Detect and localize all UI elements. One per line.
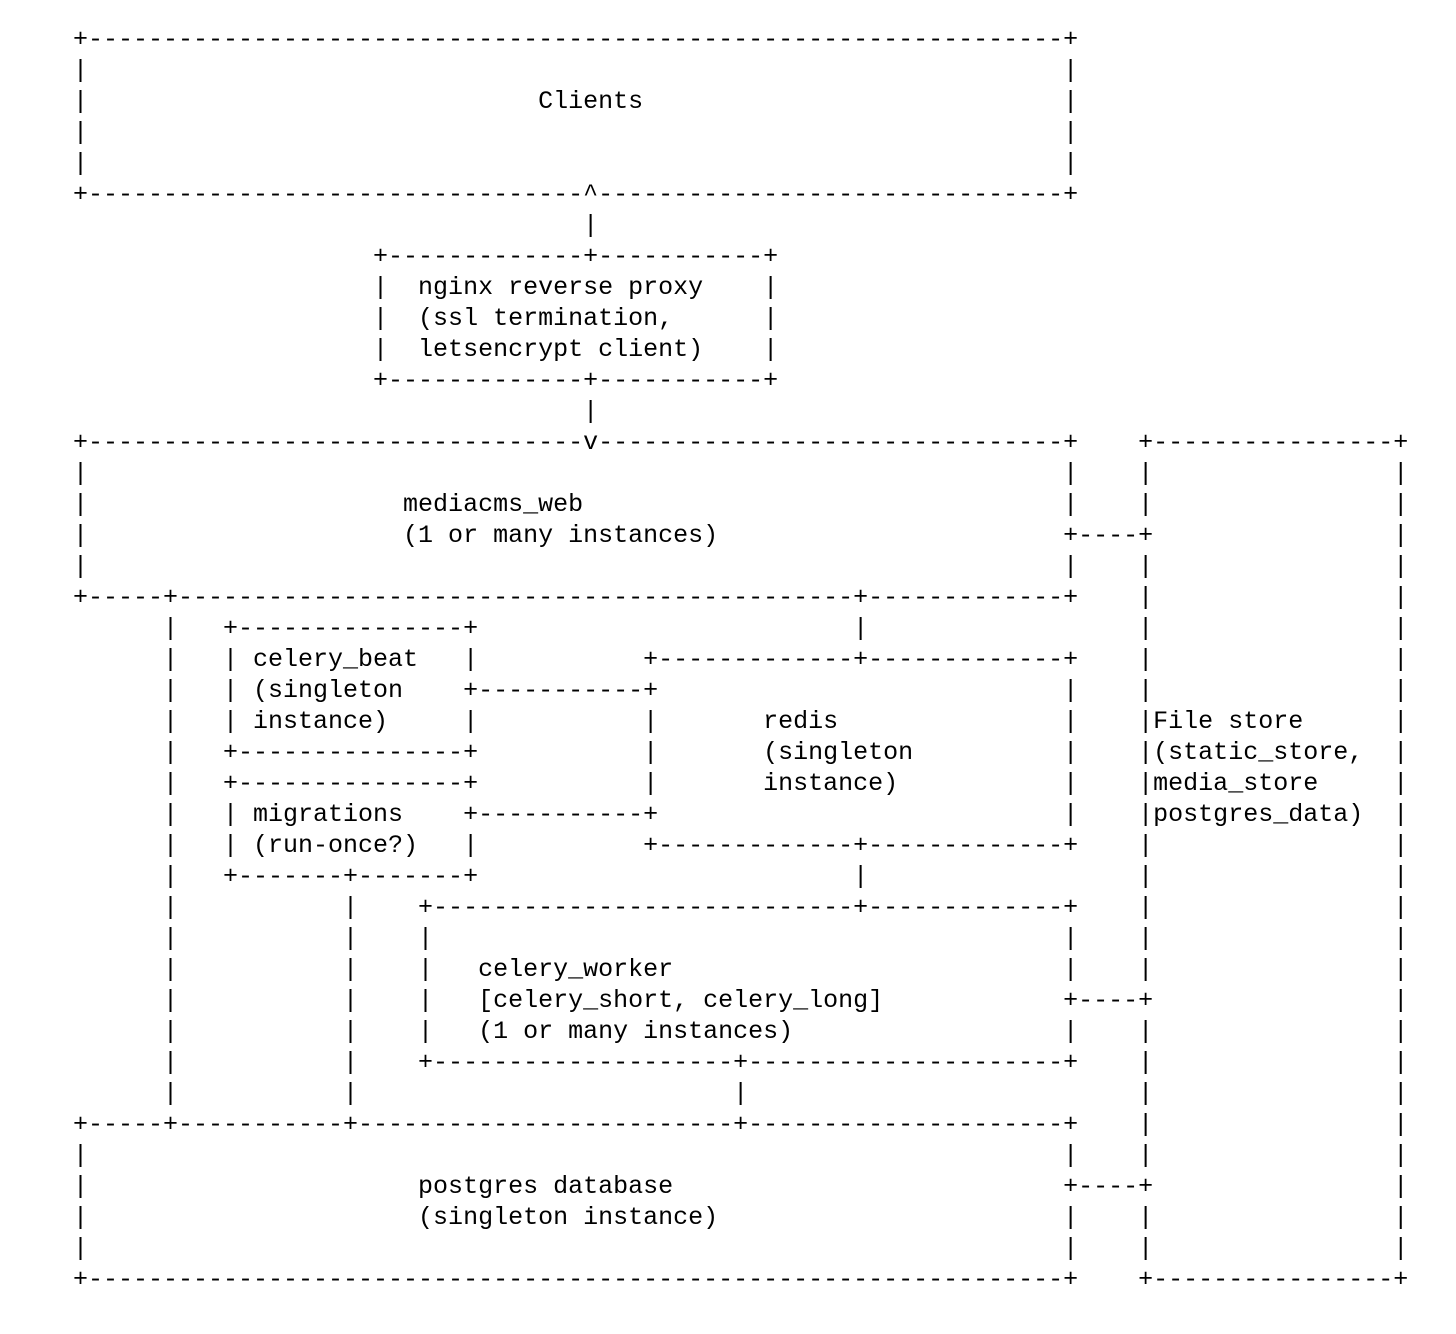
ascii-architecture-diagram: +---------------------------------------… xyxy=(73,25,1409,1294)
